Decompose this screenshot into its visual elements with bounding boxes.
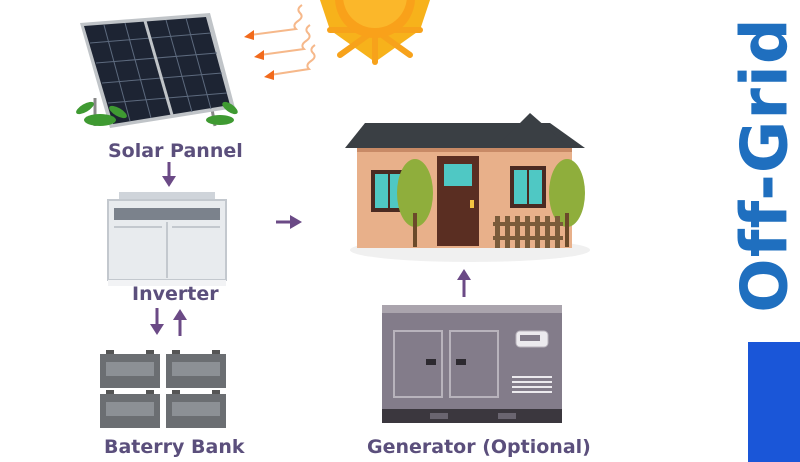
generator-icon bbox=[382, 305, 562, 423]
title-container: Off-Grid bbox=[729, 0, 800, 330]
page-title: Off-Grid bbox=[729, 17, 800, 313]
generator-label: Generator (Optional) bbox=[367, 436, 591, 458]
title-accent-block bbox=[748, 342, 800, 462]
arrow-down-icon bbox=[162, 162, 176, 187]
battery-icon bbox=[100, 350, 226, 428]
sun-icon bbox=[320, 0, 430, 65]
solar-panel-label: Solar Pannel bbox=[108, 140, 243, 162]
house-icon bbox=[345, 113, 590, 262]
arrow-bidirectional-icon bbox=[150, 308, 187, 336]
arrow-up-icon bbox=[457, 269, 471, 297]
battery-bank-label: Baterry Bank bbox=[104, 436, 245, 458]
inverter-label: Inverter bbox=[132, 283, 219, 305]
sun-rays-icon bbox=[244, 4, 316, 80]
inverter-icon bbox=[107, 192, 227, 286]
arrow-right-icon bbox=[276, 215, 302, 229]
solar-panel-icon bbox=[76, 13, 238, 128]
